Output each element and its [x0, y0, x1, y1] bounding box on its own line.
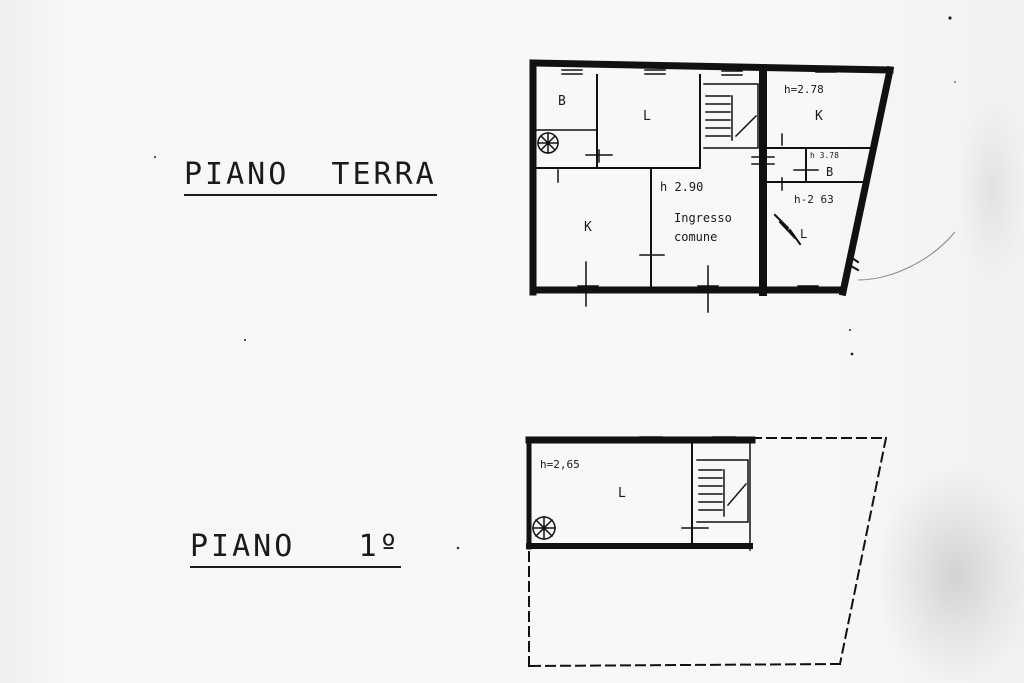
staircase-icon	[703, 83, 759, 149]
room-label-living: L	[618, 486, 626, 501]
window-symbol	[561, 65, 837, 291]
dashed-outline	[527, 436, 888, 668]
window-symbol	[639, 436, 736, 442]
height-label: h 3.78	[810, 151, 839, 160]
scan-smudge	[960, 100, 1024, 280]
height-label: h=2.78	[784, 83, 824, 96]
fan-symbol-icon	[532, 516, 556, 540]
hatch-marks	[773, 213, 860, 272]
first-floor-title: PIANO 1º	[190, 530, 401, 568]
height-label: h 2.90	[660, 180, 703, 194]
room-label-bathroom: B	[558, 94, 566, 109]
door-symbol	[557, 133, 819, 313]
height-label: h=2,65	[540, 458, 580, 471]
common-entrance-label: Ingresso	[674, 211, 732, 225]
ground-floor-title: PIANO TERRA	[184, 158, 437, 196]
ground-floor-plan	[529, 59, 895, 313]
ground-floor-labels: B L K K B L h=2.78 h 3.78 h 2.90 h-2 63 …	[558, 83, 839, 244]
room-label-bathroom-right: B	[826, 165, 833, 179]
fan-symbol-icon	[537, 132, 559, 154]
common-entrance-label: comune	[674, 230, 717, 244]
scan-smudge	[880, 470, 1024, 680]
height-label: h-2 63	[794, 193, 834, 206]
room-label-kitchen-right: K	[815, 109, 823, 124]
scan-specks	[154, 16, 956, 550]
first-floor-plan	[525, 436, 888, 668]
scan-arc	[857, 231, 956, 281]
staircase-icon	[696, 459, 749, 523]
first-floor-labels: h=2,65 L	[540, 458, 626, 501]
room-label-living-right: L	[800, 227, 807, 241]
room-label-living: L	[643, 109, 651, 124]
room-label-kitchen: K	[584, 220, 592, 235]
